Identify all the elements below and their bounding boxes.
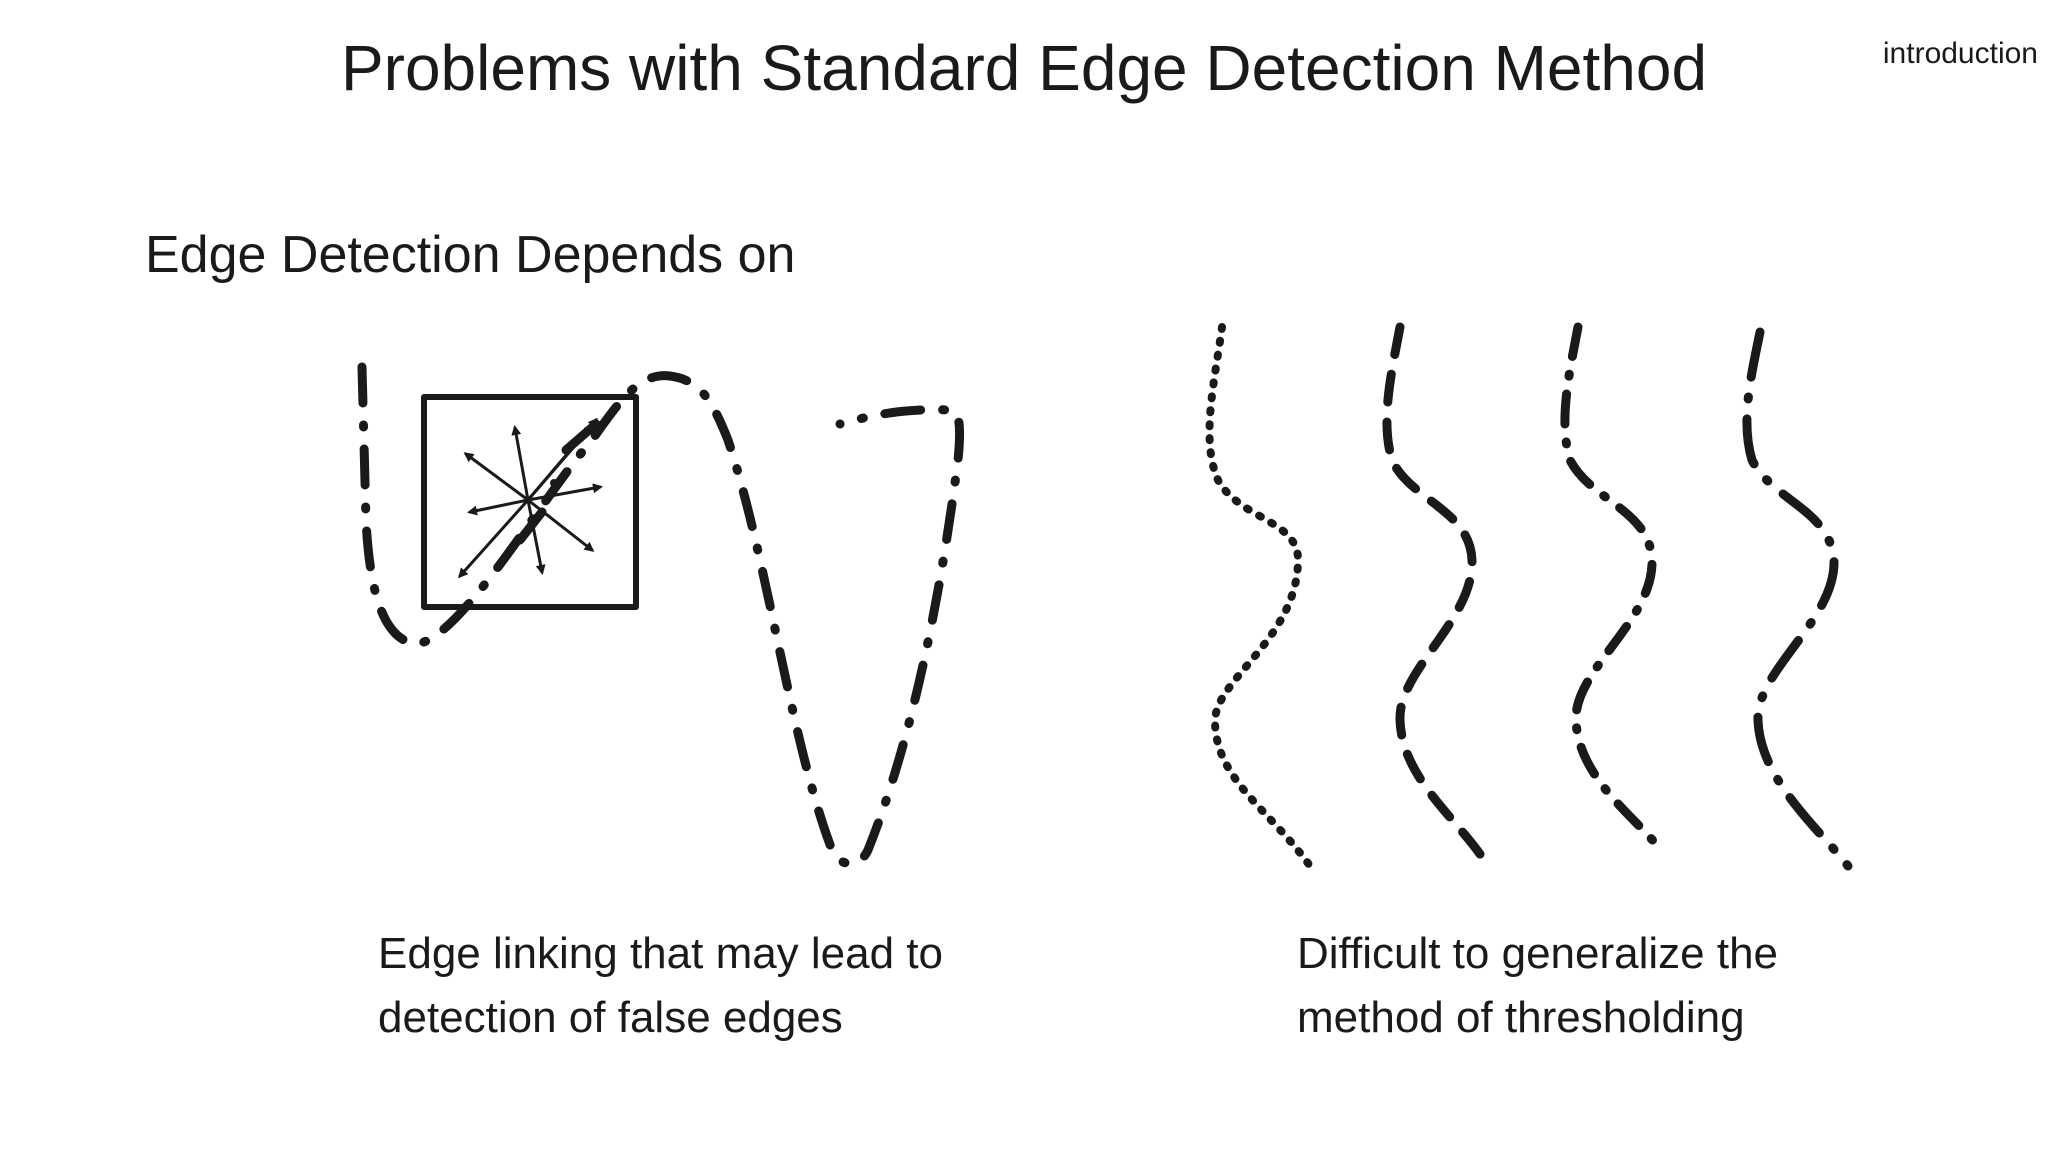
slide-title: Problems with Standard Edge Detection Me… bbox=[340, 32, 1708, 104]
neighborhood-window bbox=[421, 394, 639, 610]
subheading: Edge Detection Depends on bbox=[145, 226, 796, 284]
edge-linking-figure bbox=[357, 362, 965, 868]
dotted-edge-line bbox=[1205, 323, 1314, 870]
linked-edge-segments bbox=[515, 419, 601, 545]
broken-edge-curve bbox=[357, 362, 965, 868]
long-dash-dot-edge-line bbox=[1742, 327, 1853, 871]
gradient-direction-arrows bbox=[457, 417, 603, 579]
caption-thresholding: Difficult to generalize the method of th… bbox=[1297, 922, 1937, 1050]
caption-thresholding-line-2: method of thresholding bbox=[1297, 993, 1745, 1042]
caption-edge-linking: Edge linking that may lead to detection … bbox=[378, 922, 1078, 1050]
section-tag: introduction bbox=[1882, 37, 2038, 70]
caption-edge-linking-line-2: detection of false edges bbox=[378, 993, 843, 1042]
threshold-variation-figure bbox=[1205, 322, 1853, 871]
dash-dot-edge-line bbox=[1560, 322, 1667, 857]
caption-edge-linking-line-1: Edge linking that may lead to bbox=[378, 929, 944, 978]
dashed-edge-line bbox=[1382, 322, 1493, 871]
caption-thresholding-line-1: Difficult to generalize the bbox=[1297, 929, 1779, 978]
